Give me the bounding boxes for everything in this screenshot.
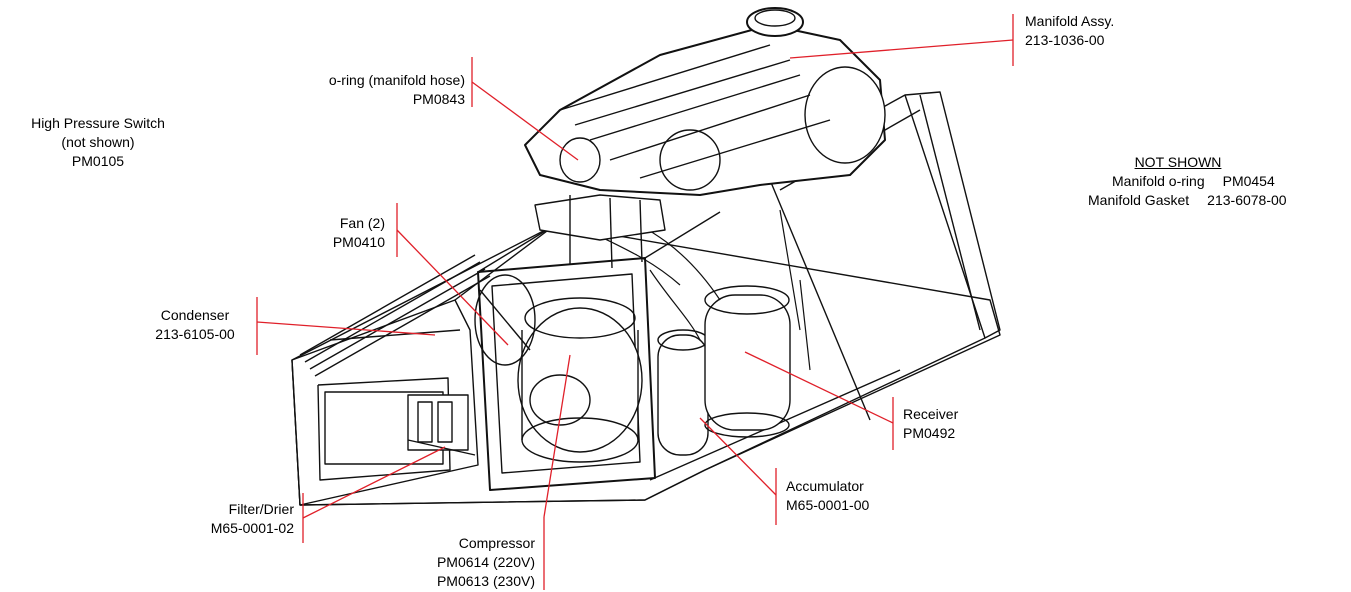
- callout-name: Fan (2): [339, 215, 385, 231]
- leader-fan: [396, 203, 509, 346]
- not-shown-item-part: PM0454: [1222, 173, 1275, 189]
- leader-accumulator: [699, 417, 777, 525]
- leader-manifold-assy: [789, 14, 1014, 66]
- callout-name: Receiver: [903, 406, 959, 422]
- callout-name: Manifold Assy.: [1025, 13, 1115, 29]
- callout-part-number: PM0492: [903, 425, 956, 441]
- leader-filter-drier: [302, 446, 446, 543]
- unit-drawing: [291, 7, 1001, 506]
- callout-part-number: 213-6105-00: [155, 326, 235, 342]
- leader-condenser: [256, 297, 436, 355]
- compressor-part: [517, 297, 643, 463]
- leader-receiver: [744, 351, 894, 450]
- frame-right-panel: [904, 91, 1001, 339]
- filter-drier-part: [407, 394, 476, 456]
- callout-compressor: Compressor PM0614 (220V) PM0613 (230V): [395, 534, 535, 591]
- manifold-assembly-part: [524, 7, 886, 196]
- callout-name: Filter/Drier: [228, 501, 294, 517]
- callout-part-number: PM0105: [71, 153, 125, 169]
- not-shown-item: Manifold Gasket 213-6078-00: [1088, 191, 1343, 210]
- accumulator-part: [657, 329, 709, 456]
- callout-filter-drier: Filter/Drier M65-0001-02: [180, 500, 294, 538]
- callout-name: Accumulator: [786, 478, 864, 494]
- callout-fan: Fan (2) PM0410: [290, 214, 385, 252]
- callout-receiver: Receiver PM0492: [903, 405, 993, 443]
- callout-part-number-220v: PM0614 (220V): [436, 554, 535, 570]
- callout-part-number: 213-1036-00: [1025, 32, 1105, 48]
- not-shown-item-name: Manifold Gasket: [1088, 192, 1190, 208]
- callout-note: (not shown): [61, 134, 135, 150]
- not-shown-item-name: Manifold o-ring: [1112, 173, 1205, 189]
- callout-part-number: M65-0001-00: [786, 497, 870, 513]
- not-shown-item-part: 213-6078-00: [1207, 192, 1287, 208]
- callout-accumulator: Accumulator M65-0001-00: [786, 477, 906, 515]
- not-shown-item: Manifold o-ring PM0454: [1088, 172, 1343, 191]
- fan-part: [474, 274, 536, 366]
- callout-name: Condenser: [160, 307, 230, 323]
- valve-bracket: [534, 194, 666, 269]
- callout-name: o-ring (manifold hose): [328, 72, 465, 88]
- leader-lines: [256, 14, 1014, 590]
- callout-part-number-230v: PM0613 (230V): [436, 573, 535, 589]
- receiver-part: [704, 285, 791, 438]
- leader-compressor: [543, 354, 571, 590]
- callout-manifold-assy: Manifold Assy. 213-1036-00: [1025, 12, 1135, 50]
- condenser-coil: [299, 254, 491, 377]
- not-shown-list: NOT SHOWN Manifold o-ring PM0454 Manifol…: [1088, 153, 1343, 210]
- callout-part-number: M65-0001-02: [210, 520, 294, 536]
- callout-name: High Pressure Switch: [31, 115, 165, 131]
- not-shown-heading: NOT SHOWN: [1134, 154, 1222, 170]
- callout-name: Compressor: [458, 535, 535, 551]
- callout-high-pressure-switch: High Pressure Switch (not shown) PM0105: [8, 114, 188, 171]
- callout-condenser: Condenser 213-6105-00: [140, 306, 250, 344]
- leader-oring-hose: [471, 57, 579, 161]
- callout-part-number: PM0410: [332, 234, 385, 250]
- callout-part-number: PM0843: [412, 91, 465, 107]
- callout-oring-hose: o-ring (manifold hose) PM0843: [280, 71, 465, 109]
